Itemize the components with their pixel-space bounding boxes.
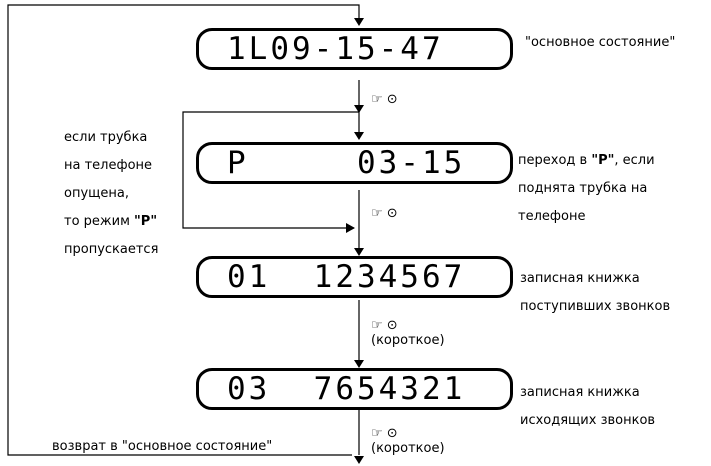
lcd-text: 01 1234567 — [227, 259, 466, 295]
display-note-p-mode: переход в "P", если поднята трубка на те… — [518, 153, 655, 224]
button-symbols-2: ☞ ⊙ — [371, 206, 398, 221]
lcd-text: 03 7654321 — [227, 371, 466, 407]
clock-button-icon: ⊙ — [386, 318, 398, 333]
lcd-display-p-mode: P 03-15 — [196, 142, 513, 184]
lcd-text: 1L09-15-47 — [227, 31, 444, 67]
clock-button-icon: ⊙ — [386, 206, 398, 221]
lcd-display-outgoing-calls: 03 7654321 — [196, 368, 513, 410]
lcd-text: P 03-15 — [227, 145, 466, 181]
button-symbols-1: ☞ ⊙ — [371, 92, 398, 107]
short-press-label: (короткое) — [371, 441, 445, 456]
button-symbols-4: ☞ ⊙ (короткое) — [371, 426, 445, 456]
clock-button-icon: ⊙ — [386, 426, 398, 441]
hand-pointer-icon: ☞ — [371, 206, 383, 221]
short-press-label: (короткое) — [371, 333, 445, 348]
left-skip-note: если трубка на телефоне опущена, то режи… — [64, 130, 159, 257]
lcd-display-incoming-calls: 01 1234567 — [196, 256, 513, 298]
display-note-main-state: "основное состояние" — [525, 35, 676, 50]
hand-pointer-icon: ☞ — [371, 92, 383, 107]
hand-pointer-icon: ☞ — [371, 318, 383, 333]
display-note-outgoing-calls: записная книжка исходящих звонков — [520, 385, 656, 428]
return-to-main-note: возврат в "основное состояние" — [52, 439, 273, 454]
display-note-incoming-calls: записная книжка поступивших звонков — [520, 271, 671, 314]
lcd-display-main-state: 1L09-15-47 — [196, 28, 513, 70]
clock-button-icon: ⊙ — [386, 92, 398, 107]
hand-pointer-icon: ☞ — [371, 426, 383, 441]
button-symbols-3: ☞ ⊙ (короткое) — [371, 318, 445, 348]
